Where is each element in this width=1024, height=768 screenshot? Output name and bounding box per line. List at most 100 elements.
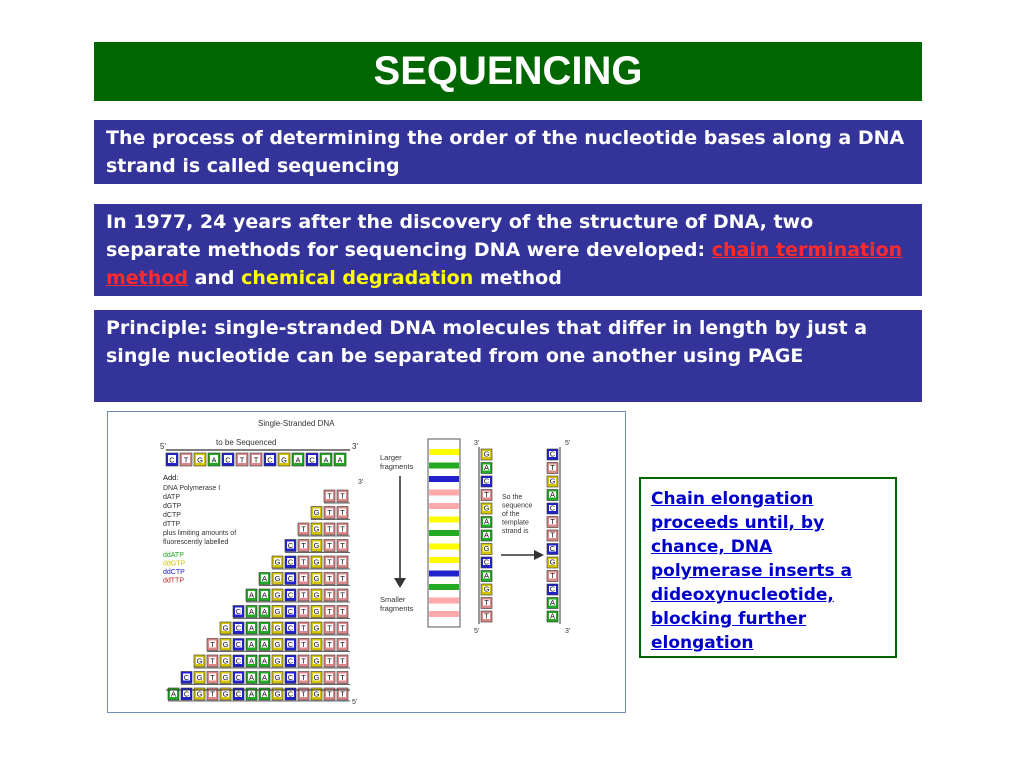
history-intro: In 1977, 24 years after the discovery of… <box>106 211 814 261</box>
fragment-base-face <box>326 657 333 664</box>
gel-band <box>429 584 459 590</box>
fragment-base-letter: G <box>275 624 281 633</box>
fragment-base-face <box>274 607 281 615</box>
fragment-base-letter: G <box>275 574 281 583</box>
complement-base-letter: A <box>550 490 555 499</box>
fragment-base-face <box>287 624 294 631</box>
fragment-base-face <box>313 508 320 516</box>
fragment-base-face <box>209 673 216 681</box>
complement-base-letter: T <box>550 531 555 540</box>
fragment-base-face <box>300 624 307 631</box>
fragment-base-letter: T <box>327 541 332 550</box>
fragment-base-face <box>196 657 203 664</box>
fragment-base-letter: T <box>340 607 345 616</box>
fragment-base-face <box>196 673 203 681</box>
fragment-base-face <box>300 558 307 565</box>
fragment-base-face <box>313 558 320 565</box>
template-3prime-label: 3' <box>352 442 358 451</box>
fragment-base-letter: G <box>223 690 229 699</box>
dd-nucleotide-label: ddATP <box>163 552 184 559</box>
fragment-base-face <box>261 657 268 664</box>
fragment-base-face <box>339 591 346 598</box>
fragment-base-letter: T <box>301 657 306 666</box>
fragment-base-face <box>235 673 242 681</box>
fragment-base-face <box>196 690 203 697</box>
gel-band <box>429 449 459 455</box>
fragment-base-face <box>248 640 255 648</box>
fragment-base-letter: C <box>288 657 294 666</box>
read-base-face <box>483 505 490 511</box>
gel-band <box>429 462 459 469</box>
fragment-base-face <box>235 690 242 697</box>
dd-nucleotide-label: ddCTP <box>163 569 185 576</box>
fragment-base-face <box>235 607 242 615</box>
fragment-base-letter: T <box>301 607 306 616</box>
read-base-letter: G <box>484 544 490 553</box>
read-3prime-label: 3' <box>474 440 479 447</box>
fragment-base-face <box>313 541 320 549</box>
fragment-base-letter: A <box>249 607 254 616</box>
complement-base-face <box>549 451 556 457</box>
template-base-face <box>322 455 330 463</box>
fragment-base-face <box>261 673 268 681</box>
fragment-base-face <box>326 690 333 697</box>
fragment-base-face <box>300 690 307 697</box>
template-base-letter: C <box>309 456 315 465</box>
fragment-base-face <box>313 591 320 598</box>
fragment-base-letter: T <box>301 574 306 583</box>
fragment-5prime-label: 5' <box>352 699 357 706</box>
larger-fragments-label2: fragments <box>380 462 414 471</box>
complement-base-letter: T <box>550 571 555 580</box>
definition-text: The process of determining the order of … <box>106 127 905 177</box>
template-base-face <box>280 455 288 463</box>
gel-band <box>429 543 459 550</box>
fragment-base-letter: T <box>301 525 306 534</box>
fragment-base-letter: G <box>275 558 281 567</box>
template-base-letter: A <box>295 456 300 465</box>
complement-5prime-label: 5' <box>565 440 570 447</box>
fragment-base-letter: T <box>301 673 306 682</box>
fragment-base-face <box>313 690 320 697</box>
fragment-base-letter: T <box>327 607 332 616</box>
fragment-base-face <box>339 525 346 532</box>
reagent-item: DNA Polymerase I <box>163 485 220 492</box>
fragment-base-letter: A <box>171 690 176 699</box>
gel-band <box>429 516 459 523</box>
fragment-base-face <box>287 640 294 648</box>
fragment-base-letter: G <box>197 690 203 699</box>
fragment-base-face <box>313 607 320 615</box>
fragment-base-letter: T <box>327 492 332 501</box>
fragment-base-letter: T <box>301 640 306 649</box>
fragment-base-face <box>248 591 255 598</box>
fragment-base-letter: G <box>314 624 320 633</box>
fragment-base-letter: A <box>262 607 267 616</box>
fragment-base-letter: C <box>288 690 294 699</box>
fragment-base-letter: A <box>249 640 254 649</box>
fragment-base-face <box>222 673 229 681</box>
read-base-letter: G <box>484 585 490 594</box>
fragment-base-face <box>274 690 281 697</box>
read-base-face <box>483 518 490 525</box>
chain-elongation-callout[interactable]: Chain elongation proceeds until, by chan… <box>639 477 897 658</box>
smaller-fragments-label: Smaller <box>380 595 406 604</box>
fragment-base-letter: T <box>327 624 332 633</box>
fragment-base-letter: T <box>210 657 215 666</box>
fragment-base-face <box>261 624 268 631</box>
fragment-base-letter: G <box>275 640 281 649</box>
fragment-base-face <box>235 657 242 664</box>
fragment-base-face <box>326 607 333 615</box>
fragment-base-letter: G <box>223 657 229 666</box>
fragment-base-letter: T <box>210 690 215 699</box>
fragment-base-letter: G <box>314 574 320 583</box>
fragment-base-letter: T <box>327 525 332 534</box>
larger-fragments-label: Larger <box>380 453 402 462</box>
fragment-base-face <box>339 574 346 582</box>
chain-termination-link[interactable]: chain termination method <box>106 239 903 289</box>
fragment-base-letter: G <box>275 607 281 616</box>
fragment-base-face <box>248 673 255 681</box>
dd-nucleotide-label: ddTTP <box>163 578 184 585</box>
fragment-base-letter: C <box>184 673 190 682</box>
fragment-base-letter: A <box>249 690 254 699</box>
